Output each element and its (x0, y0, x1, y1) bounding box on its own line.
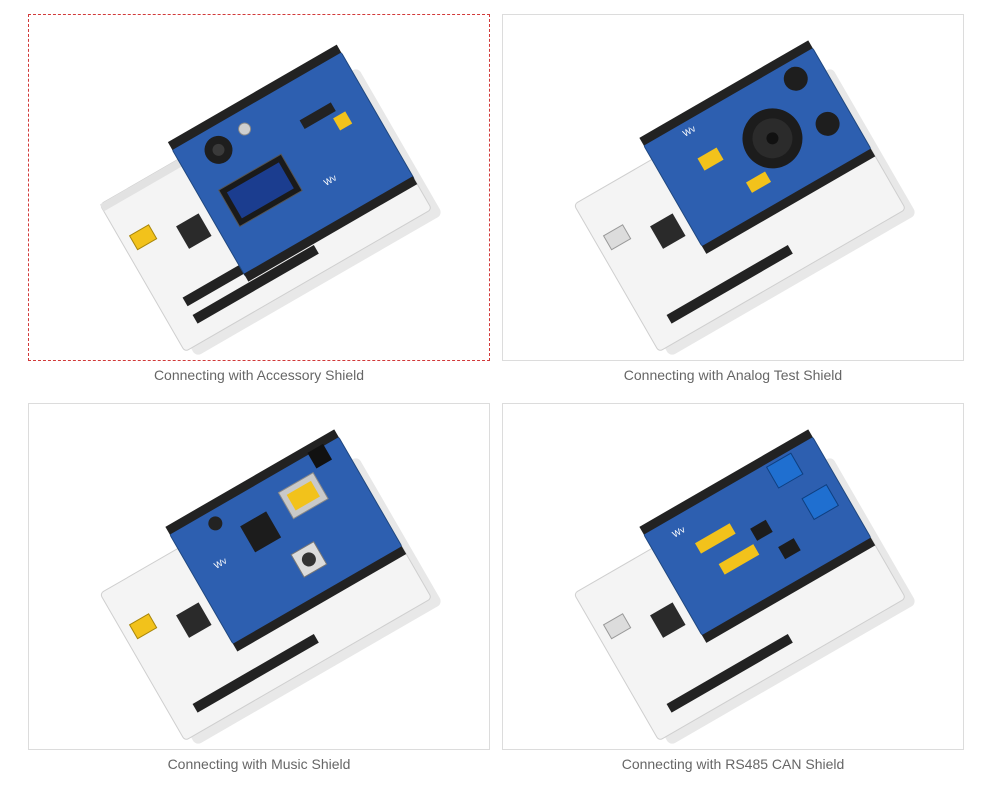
image-frame[interactable]: Wv (502, 403, 964, 750)
gallery-item-analog-test-shield[interactable]: Wv Connecting with Analog Test Shield (502, 14, 964, 383)
board-photo-music-shield: Wv (100, 429, 441, 744)
board-photo-rs485-can-shield: Wv (574, 429, 915, 744)
board-photo-accessory-shield: Wv (99, 44, 441, 355)
image-frame[interactable]: Wv (28, 14, 490, 361)
board-photo-analog-test-shield: Wv (574, 40, 915, 355)
image-frame[interactable]: Wv (502, 14, 964, 361)
gallery-caption: Connecting with Analog Test Shield (623, 367, 843, 383)
gallery-item-music-shield[interactable]: Wv Connecting with Music Shield (28, 403, 490, 772)
gallery-item-accessory-shield[interactable]: Wv Connecting with Accessory Shield (28, 14, 490, 383)
gallery-caption: Connecting with Accessory Shield (153, 367, 365, 383)
gallery-caption: Connecting with RS485 CAN Shield (621, 756, 845, 772)
gallery-caption: Connecting with Music Shield (167, 756, 351, 772)
image-frame[interactable]: Wv (28, 403, 490, 750)
gallery-item-rs485-can-shield[interactable]: Wv Connecting with RS485 CAN Shield (502, 403, 964, 772)
